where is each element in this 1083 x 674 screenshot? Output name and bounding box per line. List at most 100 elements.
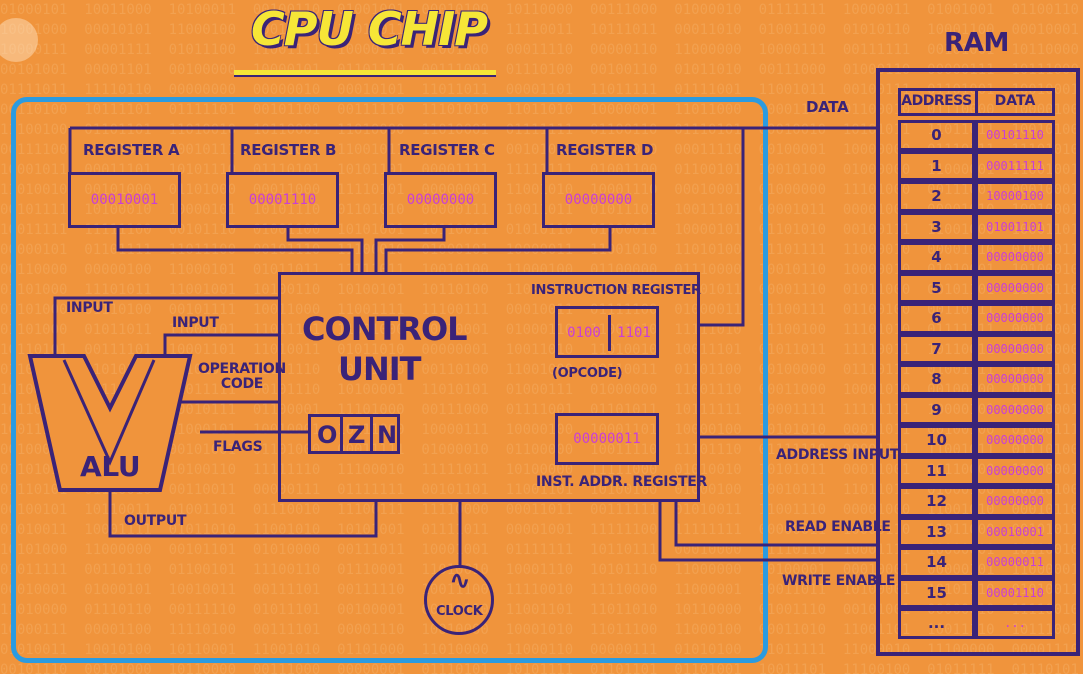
alu-output-label: OUTPUT — [124, 513, 187, 529]
ram-data-cell — [975, 242, 1055, 273]
control-unit — [278, 272, 700, 502]
ram-address-value: 3 — [931, 217, 942, 236]
ram-address-cell — [898, 608, 975, 639]
ram-address-value: 5 — [931, 278, 942, 297]
instruction-opcode: 0100 — [567, 325, 601, 341]
ram-data-cell — [975, 516, 1055, 547]
cpu-chip-boundary — [11, 97, 768, 663]
ram-address-cell — [898, 394, 975, 425]
control-unit-label-line2: UNIT — [338, 350, 421, 388]
ram-address-cell — [898, 272, 975, 303]
ram-data-value: 00000000 — [986, 402, 1044, 417]
ram-data-cell — [975, 120, 1055, 151]
ram-data-value: 00000000 — [986, 372, 1044, 386]
ram-data-value: 00011111 — [986, 158, 1044, 173]
register-a-label: REGISTER A — [83, 141, 180, 159]
ram-address-value: 9 — [931, 400, 942, 419]
ram-address-cell — [898, 547, 975, 578]
ram-address-value: 1 — [931, 156, 942, 175]
ram-address-cell — [898, 455, 975, 486]
pbs-logo-icon — [0, 18, 38, 62]
ram-address-cell — [898, 150, 975, 181]
ram-data-cell — [975, 547, 1055, 578]
ram-address-value: 10 — [926, 431, 947, 449]
register-a-value: 00010001 — [90, 192, 159, 208]
instruction-operand: 1101 — [617, 325, 651, 341]
ram-data-value: 00101110 — [986, 128, 1044, 142]
ram-data-value: 00001110 — [986, 585, 1044, 600]
opcode-label: (OPCODE) — [552, 366, 623, 381]
ram-data-value: 00000000 — [986, 341, 1044, 356]
ram-address-cell — [898, 486, 975, 517]
ram-data-cell — [975, 333, 1055, 364]
ram-address-value: 8 — [931, 370, 942, 388]
ram-data-cell — [975, 181, 1055, 212]
flag-n: N — [377, 421, 397, 449]
ram-data-value: 00000000 — [986, 280, 1044, 295]
register-b-value: 00001110 — [248, 192, 317, 208]
ram-header-data: DATA — [994, 93, 1036, 109]
alu-input-left-label: INPUT — [66, 300, 113, 316]
alu-input-right-label: INPUT — [172, 315, 219, 331]
ram-data-cell — [975, 150, 1055, 181]
ram-address-cell — [898, 181, 975, 212]
ram-data-value: 00000011 — [986, 555, 1044, 569]
ram-data-cell — [975, 425, 1055, 456]
ram-address-value: 13 — [926, 522, 947, 541]
ram-data-value: 10000100 — [986, 189, 1044, 203]
register-c: 00000000 — [384, 172, 497, 228]
clock-wave-icon: ∿ — [449, 566, 471, 596]
inst-addr-register: 00000011 — [555, 413, 659, 465]
instruction-register: 0100 1101 — [555, 306, 659, 358]
ram-address-value: 15 — [926, 583, 947, 602]
register-d-value: 00000000 — [564, 192, 633, 208]
ram-address-cell — [898, 333, 975, 364]
ram-data-cell — [975, 608, 1055, 639]
ram-data-value: 00000000 — [986, 250, 1044, 264]
register-a: 00010001 — [68, 172, 181, 228]
ram-address-value: 4 — [931, 248, 942, 266]
ram-address-cell — [898, 242, 975, 273]
ram-data-value: 00000000 — [986, 311, 1044, 325]
ram-address-value: 12 — [926, 492, 947, 510]
ram-title: RAM — [944, 28, 1010, 58]
ram-container — [876, 68, 1080, 656]
ram-data-value: 00000000 — [986, 494, 1044, 508]
flag-divider-1 — [340, 417, 343, 451]
ram-data-cell — [975, 364, 1055, 395]
control-unit-label-line1: CONTROL — [302, 310, 468, 348]
flag-divider-2 — [370, 417, 373, 451]
register-b: 00001110 — [226, 172, 339, 228]
inst-addr-register-label: INST. ADDR. REGISTER — [536, 474, 707, 490]
flags-box: O Z N — [308, 414, 400, 454]
flag-o: O — [317, 421, 338, 449]
clock: ∿ CLOCK — [424, 565, 494, 635]
ram-data-cell — [975, 577, 1055, 608]
register-b-label: REGISTER B — [240, 141, 337, 159]
address-input-label: ADDRESS INPUT — [776, 447, 900, 463]
ram-data-value: 00010001 — [986, 524, 1044, 539]
cpu-chip-title: CPU CHIP — [251, 2, 488, 56]
register-c-value: 00000000 — [406, 192, 475, 208]
register-d-label: REGISTER D — [556, 141, 654, 159]
ram-header-divider — [975, 88, 978, 116]
ram-address-value: 11 — [926, 461, 947, 480]
title-underline — [234, 70, 496, 75]
inst-addr-value: 00000011 — [573, 431, 641, 447]
ram-address-value: ... — [927, 614, 946, 632]
ram-address-cell — [898, 303, 975, 334]
instruction-register-label: INSTRUCTION REGISTER — [531, 283, 701, 298]
alu-shape — [27, 354, 193, 492]
alu-label: ALU — [80, 450, 141, 483]
ram-address-value: 6 — [931, 309, 942, 327]
ram-address-cell — [898, 425, 975, 456]
data-bus-label: DATA — [806, 98, 849, 116]
flags-label: FLAGS — [213, 439, 263, 455]
ram-address-cell — [898, 120, 975, 151]
flag-z: Z — [348, 421, 366, 449]
ram-address-value: 2 — [931, 187, 942, 205]
clock-label: CLOCK — [436, 604, 483, 619]
instruction-divider — [608, 315, 611, 351]
ram-address-cell — [898, 211, 975, 242]
